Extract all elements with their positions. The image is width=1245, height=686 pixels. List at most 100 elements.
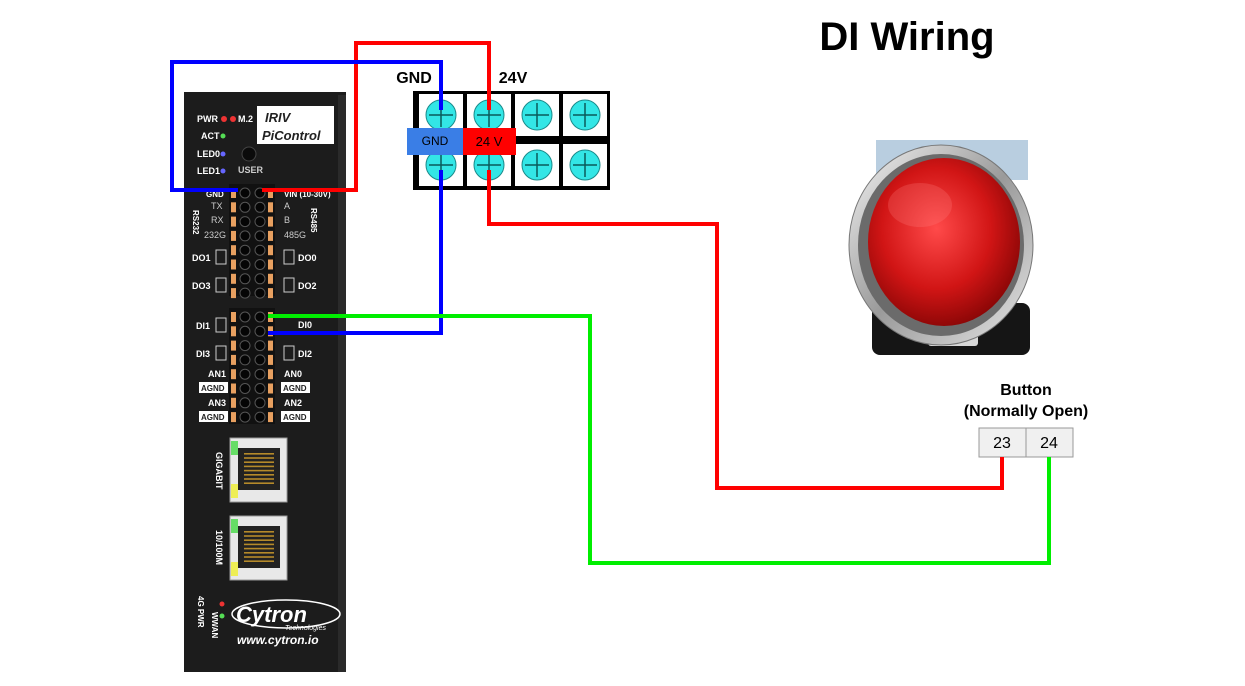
led-pwr-label: PWR	[197, 114, 218, 124]
terminal-screw-hole	[254, 368, 266, 380]
agnd-right1-box	[281, 382, 310, 393]
terminal-clip-left	[231, 245, 236, 256]
do2-bracket	[283, 277, 295, 293]
button-terminal-23-label: 23	[993, 435, 1011, 452]
terminal-24v-label: 24V	[499, 70, 528, 87]
terminal-screw-hole	[239, 383, 251, 394]
terminal-screw-hole	[254, 411, 266, 423]
wire-24v-supply	[262, 41, 491, 192]
terminal-screw-hole	[254, 259, 266, 270]
di3-label: DI3	[196, 349, 210, 359]
rx-label: RX	[211, 215, 224, 225]
terminal-strips	[229, 184, 275, 424]
ethernet-pin	[244, 478, 274, 480]
ethernet-port-100m[interactable]	[229, 515, 288, 581]
di2-label: DI2	[298, 349, 312, 359]
controller-device: IRIV PiControl PWR M.2 ACT LED0 LED1 USE…	[184, 92, 346, 672]
rs485-label: RS485	[309, 208, 318, 233]
tx-label: TX	[211, 201, 223, 211]
terminal-clip-left	[231, 288, 236, 299]
terminal-screw-hole	[239, 340, 251, 352]
agnd-left1-label: AGND	[201, 384, 225, 393]
ethernet-gigabit-pins	[244, 453, 274, 484]
ethernet-port-gigabit[interactable]	[229, 437, 288, 503]
terminal-screw-hole	[239, 259, 251, 270]
a-label: A	[284, 201, 290, 211]
ethernet-port-gigabit-label: GIGABIT	[214, 452, 224, 490]
terminal-screw-hole	[254, 273, 266, 285]
wire-di0-button	[268, 314, 1051, 565]
terminal-screw-hole	[254, 216, 266, 228]
terminal-strip-1	[229, 308, 275, 424]
do0-label: DO0	[298, 253, 317, 263]
ethernet-pin	[244, 547, 274, 550]
rs232-label: RS232	[191, 210, 200, 235]
terminal-screw-hole	[239, 201, 251, 213]
agnd-right2-label: AGND	[283, 413, 307, 422]
terminal-screw-hole	[239, 187, 251, 199]
button-label-line2: (Normally Open)	[964, 403, 1088, 420]
terminal-screw-hole	[254, 325, 266, 337]
24v-tag-label: 24 V	[476, 134, 503, 149]
page-title: DI Wiring	[819, 15, 994, 59]
b-label: B	[284, 215, 290, 225]
terminal-clip-right	[268, 273, 273, 284]
ethernet-pin	[244, 457, 274, 459]
led-led0-label: LED0	[197, 149, 220, 159]
ethernet-pin	[244, 453, 274, 455]
terminal-clip-left	[231, 326, 236, 337]
terminal-screw-hole	[254, 287, 266, 299]
terminal-screw-hole	[254, 311, 266, 323]
di3-bracket	[215, 345, 227, 361]
led-m2-label: M.2	[238, 114, 253, 124]
terminal-clip-right	[268, 188, 273, 198]
led-pwr-indicator	[221, 116, 227, 122]
agnd-left1-box	[199, 382, 228, 393]
wire-gnd-di-common	[268, 170, 443, 335]
led-act-label: ACT	[201, 131, 220, 141]
led-led1-indicator	[220, 168, 226, 174]
terminal-screw-hole	[239, 287, 251, 299]
ethernet-100m-led-yellow	[231, 562, 238, 576]
wire-gnd-supply	[170, 60, 443, 192]
ethernet-port-100m-label: 10/100M	[214, 530, 224, 565]
do3-label: DO3	[192, 281, 211, 291]
wires	[170, 41, 1051, 565]
terminal-screw-hole	[239, 311, 251, 323]
ethernet-pin	[244, 539, 274, 541]
agnd-right1-label: AGND	[283, 384, 307, 393]
terminal-clip-left	[231, 230, 236, 241]
terminal-clip-right	[268, 412, 273, 423]
led-act-indicator	[220, 133, 226, 139]
pin-gnd-label: GND	[206, 190, 224, 199]
ethernet-pin	[244, 556, 274, 558]
gnd-tag-label: GND	[422, 134, 449, 148]
di1-label: DI1	[196, 321, 210, 331]
user-button[interactable]	[241, 146, 257, 162]
button-terminals: 23 24	[978, 427, 1074, 458]
brand-line1: IRIV	[265, 110, 292, 125]
terminal-screw-hole	[239, 368, 251, 380]
terminal-strip-0	[229, 184, 275, 296]
terminal-screw-hole	[239, 354, 251, 366]
terminal-clip-right	[268, 216, 273, 227]
terminal-clip-left	[231, 383, 236, 394]
pin-vin-label: VIN (10-30V)	[284, 190, 331, 199]
terminal-clip-right	[268, 202, 273, 213]
led-4gpwr-indicator	[219, 601, 225, 607]
user-button-label: USER	[238, 165, 264, 175]
terminal-screw-hole	[239, 325, 251, 337]
do2-label: DO2	[298, 281, 317, 291]
24v-tag	[463, 128, 516, 155]
do0-bracket	[283, 249, 295, 265]
do3-bracket	[215, 277, 227, 293]
an0-label: AN0	[284, 369, 302, 379]
ethernet-gigabit-led-green	[231, 441, 238, 455]
ethernet-pin	[244, 461, 274, 463]
terminal-clip-right	[268, 383, 273, 394]
brand-box	[257, 106, 334, 144]
power-terminal-block: GND 24 V	[407, 91, 610, 190]
terminal-clip-left	[231, 202, 236, 213]
485g-label: 485G	[284, 230, 306, 240]
led-4gpwr-label: 4G PWR	[196, 596, 205, 628]
